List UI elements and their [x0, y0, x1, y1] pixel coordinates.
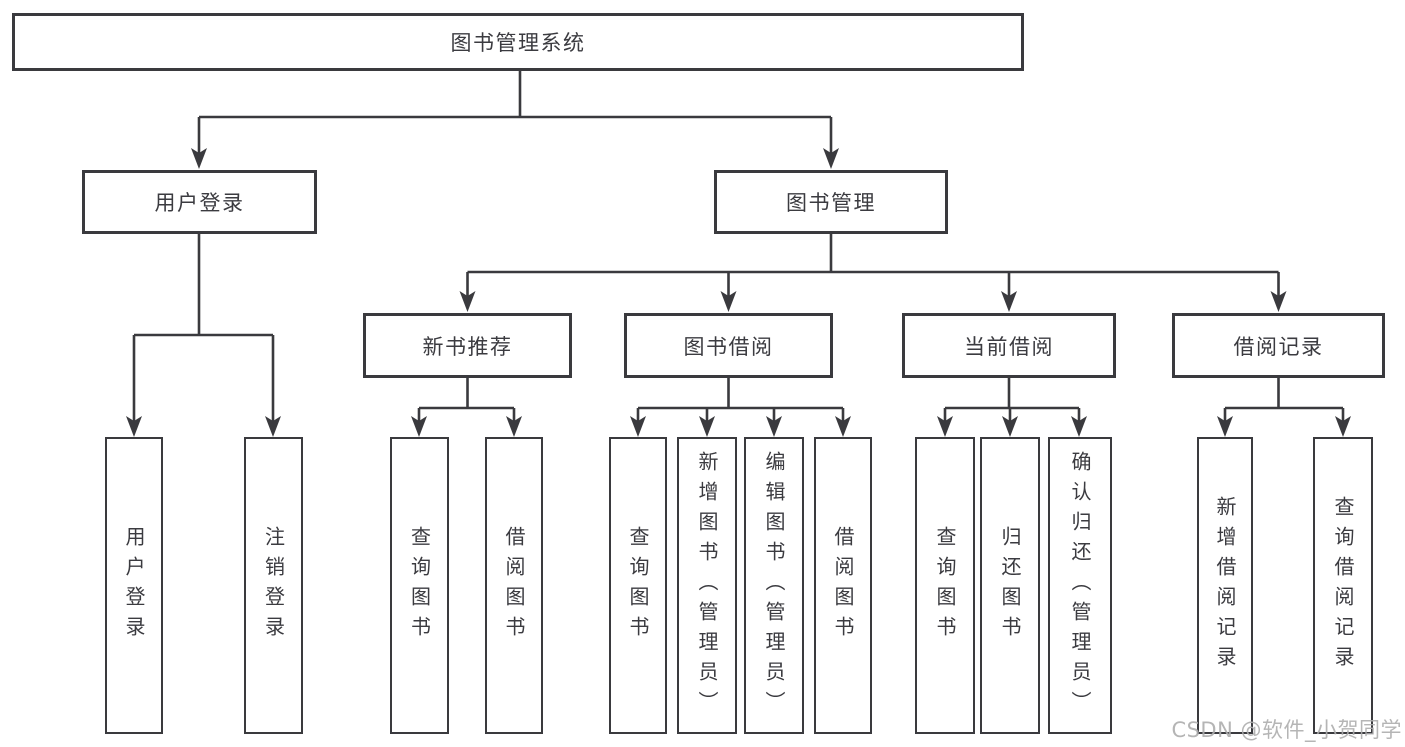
leaf-rec-borrow-books: 借阅图书	[485, 437, 543, 734]
leaf-label: 注销登录	[261, 525, 286, 646]
node-root-system: 图书管理系统	[12, 13, 1024, 71]
leaf-label: 用户登录	[122, 525, 146, 646]
node-current-borrowing: 当前借阅	[902, 313, 1116, 378]
leaf-current-confirm-return-admin: 确认归还（管理员）	[1048, 437, 1112, 734]
csdn-watermark: CSDN @软件_小贺同学	[1171, 718, 1402, 742]
node-user-login: 用户登录	[82, 170, 317, 234]
leaf-current-query-books: 查询图书	[915, 437, 975, 734]
tree-edges	[132, 70, 1345, 433]
leaf-label: 查询借阅记录	[1331, 495, 1355, 676]
leaf-records-add-record: 新增借阅记录	[1197, 437, 1253, 734]
leaf-rec-query-books: 查询图书	[390, 437, 449, 734]
leaf-label: 新增借阅记录	[1213, 495, 1237, 676]
node-book-management: 图书管理	[714, 170, 948, 234]
node-new-book-recommendation: 新书推荐	[363, 313, 572, 378]
leaf-user-login: 用户登录	[105, 437, 163, 734]
leaf-current-return-books: 归还图书	[980, 437, 1040, 734]
leaf-borrow-edit-books-admin: 编辑图书（管理员）	[744, 437, 804, 734]
leaf-label: 编辑图书（管理员）	[762, 450, 786, 721]
leaf-label: 查询图书	[933, 525, 957, 646]
node-borrowing-records: 借阅记录	[1172, 313, 1385, 378]
leaf-borrow-borrow-books: 借阅图书	[814, 437, 872, 734]
node-book-borrowing: 图书借阅	[624, 313, 833, 378]
leaf-label: 借阅图书	[502, 525, 526, 646]
leaf-logout: 注销登录	[244, 437, 303, 734]
leaf-borrow-add-books-admin: 新增图书（管理员）	[677, 437, 737, 734]
leaf-label: 归还图书	[998, 525, 1022, 646]
leaf-borrow-query-books: 查询图书	[609, 437, 667, 734]
leaf-label: 确认归还（管理员）	[1068, 450, 1092, 721]
leaf-label: 借阅图书	[831, 525, 855, 646]
leaf-label: 新增图书（管理员）	[695, 450, 719, 721]
leaf-records-query-record: 查询借阅记录	[1313, 437, 1373, 734]
leaf-label: 查询图书	[626, 525, 650, 646]
leaf-label: 查询图书	[407, 525, 432, 646]
